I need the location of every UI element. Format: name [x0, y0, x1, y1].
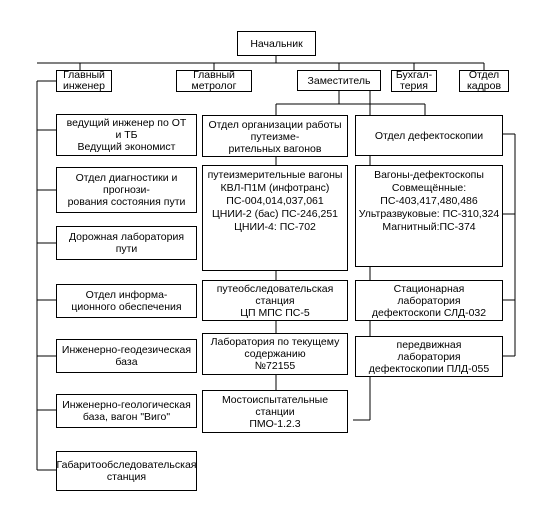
node-stationary-lab: Стационарная лаборатория дефектоскопи СЛ… [355, 280, 503, 321]
node-deputy: Заместитель [297, 70, 381, 91]
node-mobile-lab: передвижная лаборатория дефектоскопии ПЛ… [355, 336, 503, 377]
node-bridge-station: Мостоиспытательные станции ПМО-1.2.3 [202, 390, 348, 433]
node-head: Начальник [237, 31, 316, 56]
node-survey-station: путеобследовательская станция ЦП МПС ПС-… [202, 280, 348, 321]
node-chief-engineer: Главный инженер [56, 70, 112, 92]
node-measuring-org: Отдел организации работы путеизме- рител… [202, 115, 348, 157]
node-geodesy: Инженерно-геодезическая база [56, 339, 197, 373]
node-chief-metrologist: Главный метролог [176, 70, 252, 92]
node-maintenance-lab: Лаборатория по текущему содержанию №7215… [202, 333, 348, 375]
node-info-dept: Отдел информа- ционного обеспечения [56, 284, 197, 318]
node-accounting: Бухгал- терия [391, 70, 437, 92]
node-hr: Отдел кадров [459, 70, 509, 92]
node-diagnostics: Отдел диагностики и прогнози- рования со… [56, 167, 197, 213]
node-measuring-cars: путеизмерительные вагоны КВЛ-П1М (инфотр… [202, 165, 348, 271]
node-lead-engineer: ведущий инженер по ОТ и ТБ Ведущий эконо… [56, 114, 197, 156]
node-geology: Инженерно-геологическая база, вагон "Виг… [56, 394, 197, 428]
node-road-lab: Дорожная лаборатория пути [56, 226, 197, 260]
node-gauge: Габаритообследовательская станция [56, 451, 197, 491]
node-defect-cars: Вагоны-дефектоскопы Совмещённые: ПС-403,… [355, 165, 503, 267]
node-defect-dept: Отдел дефектоскопии [355, 115, 503, 156]
